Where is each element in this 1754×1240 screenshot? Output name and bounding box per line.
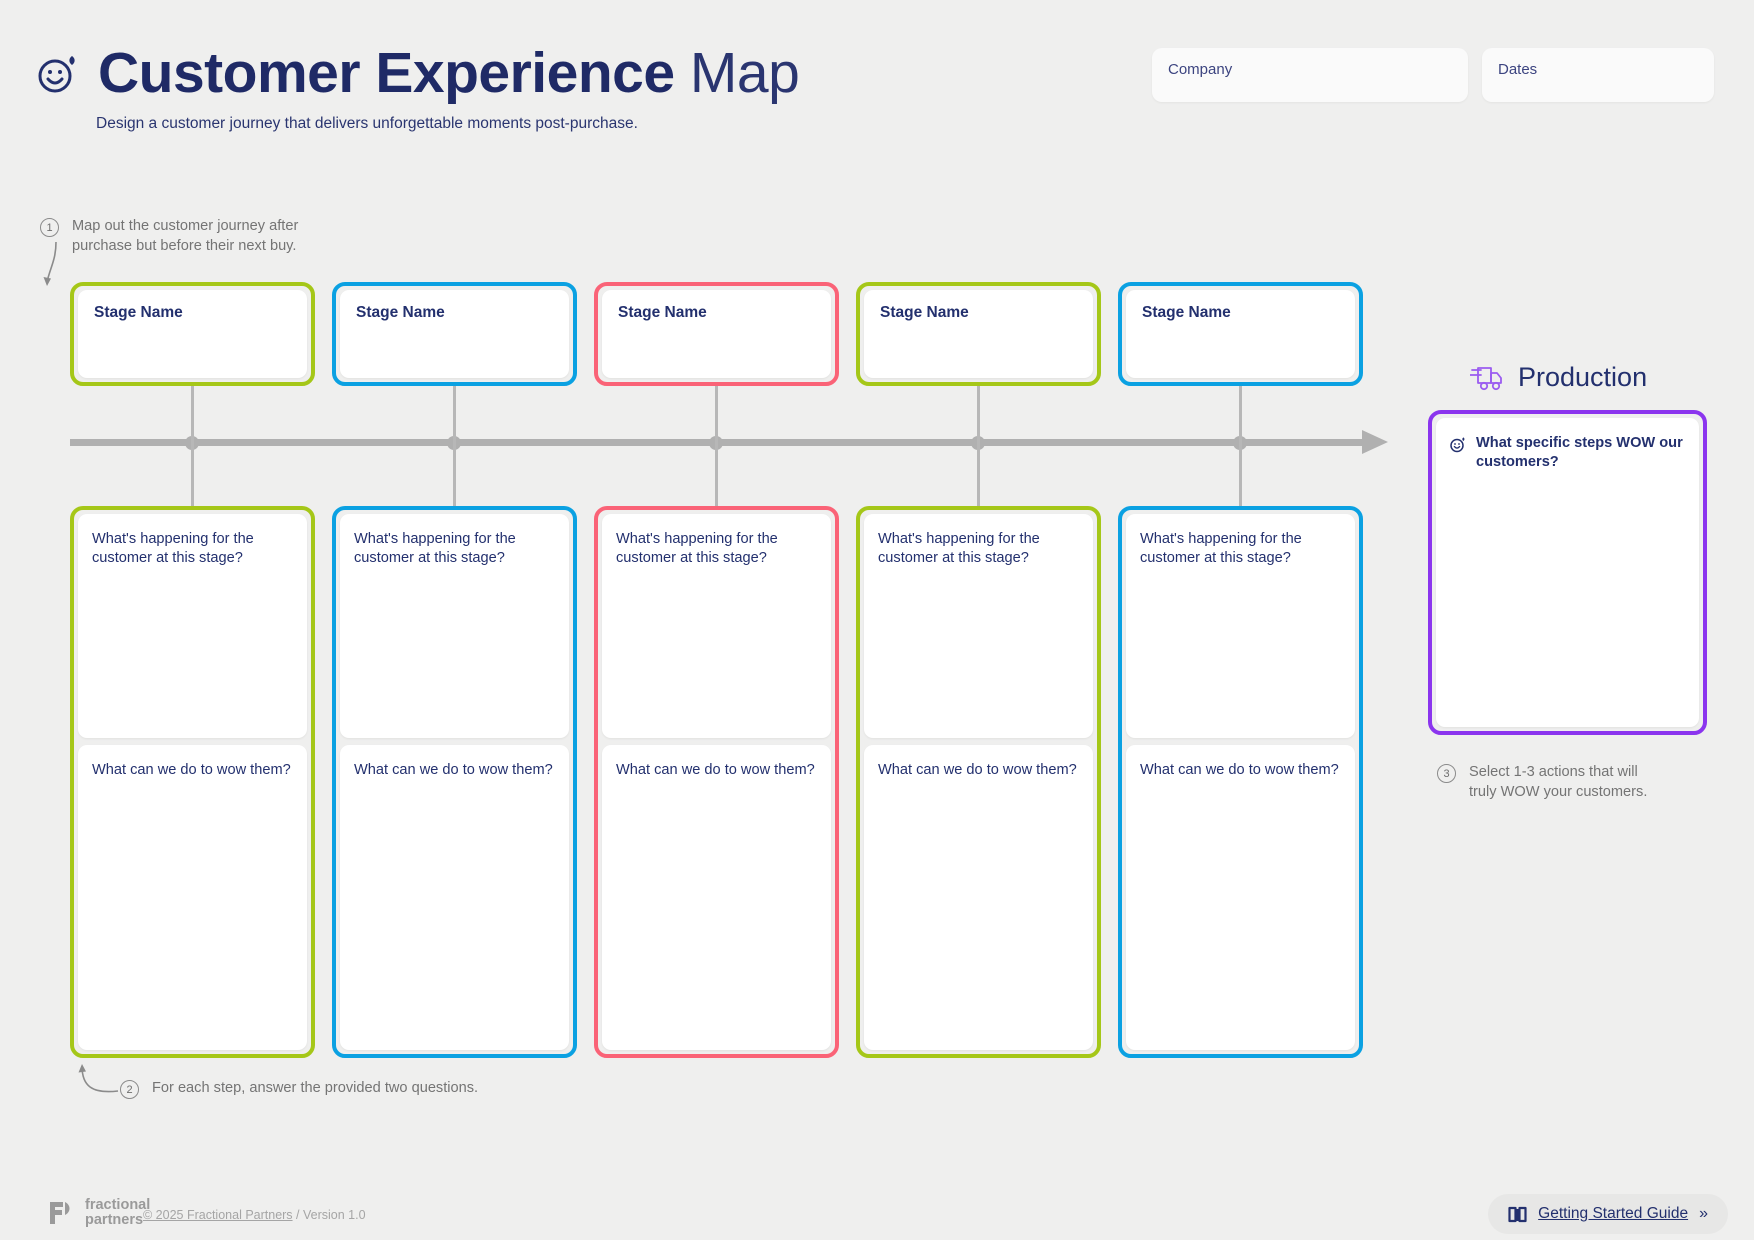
stage-card-inner: Stage Name xyxy=(78,290,307,378)
fractional-partners-wordmark: fractional partners xyxy=(85,1198,150,1228)
question-label-happening: What's happening for the customer at thi… xyxy=(92,531,254,567)
stage-name-label: Stage Name xyxy=(1142,304,1231,321)
stage-connector-line xyxy=(452,386,456,442)
step-note-3: 3 Select 1-3 actions that will truly WOW… xyxy=(1437,762,1667,802)
step-text-1: Map out the customer journey after purch… xyxy=(72,218,299,255)
step-text-2: For each step, answer the provided two q… xyxy=(152,1080,479,1097)
getting-started-guide-button[interactable]: Getting Started Guide » xyxy=(1488,1194,1728,1234)
page-title-bold: Customer Experience xyxy=(98,41,675,105)
question-label-wow: What can we do to wow them? xyxy=(878,762,1077,778)
question-box-happening[interactable]: What's happening for the customer at thi… xyxy=(864,514,1093,738)
question-label-wow: What can we do to wow them? xyxy=(616,762,815,778)
guide-label: Getting Started Guide xyxy=(1538,1205,1689,1222)
copyright-version: / Version 1.0 xyxy=(292,1208,366,1222)
stage-connector-line xyxy=(976,386,980,442)
copyright-link[interactable]: © 2025 Fractional Partners xyxy=(143,1208,293,1222)
stage-name-label: Stage Name xyxy=(94,304,183,321)
production-title: Production xyxy=(1518,362,1648,392)
stage-connector-line xyxy=(1238,442,1242,506)
fractional-partners-logo: fractional partners xyxy=(48,1198,150,1228)
stage-connector-line xyxy=(1238,386,1242,442)
smiley-logo-icon xyxy=(36,51,82,97)
stage-name-label: Stage Name xyxy=(618,304,707,321)
book-icon xyxy=(1508,1206,1527,1223)
page-subtitle: Design a customer journey that delivers … xyxy=(96,114,638,132)
question-box-happening[interactable]: What's happening for the customer at thi… xyxy=(78,514,307,738)
stage-card-inner: Stage Name xyxy=(340,290,569,378)
question-label-wow: What can we do to wow them? xyxy=(354,762,553,778)
stage-connector-line xyxy=(714,386,718,442)
page-header: Customer Experience Map Design a custome… xyxy=(36,41,800,133)
step-number-1: 1 xyxy=(40,218,59,237)
stage-card-inner: Stage Name xyxy=(864,290,1093,378)
stage-card[interactable]: Stage Name xyxy=(594,282,839,386)
journey-timeline xyxy=(70,428,1390,458)
company-field-label: Company xyxy=(1168,61,1233,78)
stage-card-inner: Stage Name xyxy=(602,290,831,378)
smiley-logo-icon xyxy=(1450,436,1467,453)
production-card[interactable]: What specific steps WOW our customers? xyxy=(1428,410,1707,735)
question-column: What's happening for the customer at thi… xyxy=(594,506,839,1058)
chevron-right-icon: » xyxy=(1699,1205,1708,1222)
dates-field-label: Dates xyxy=(1498,61,1538,78)
logo-line-1: fractional xyxy=(85,1197,151,1213)
question-column: What's happening for the customer at thi… xyxy=(332,506,577,1058)
title-row: Customer Experience Map xyxy=(36,41,800,105)
question-label-wow: What can we do to wow them? xyxy=(92,762,291,778)
stage-connector-line xyxy=(452,442,456,506)
stage-connector-line xyxy=(714,442,718,506)
stage-connector-line xyxy=(190,442,194,506)
step-note-1: 1 Map out the customer journey after pur… xyxy=(40,216,330,256)
stage-name-label: Stage Name xyxy=(880,304,969,321)
step-number-2: 2 xyxy=(120,1080,139,1099)
dates-field[interactable]: Dates xyxy=(1482,48,1714,102)
question-box-wow[interactable]: What can we do to wow them? xyxy=(602,745,831,1050)
stage-name-label: Stage Name xyxy=(356,304,445,321)
company-field[interactable]: Company xyxy=(1152,48,1468,102)
question-box-wow[interactable]: What can we do to wow them? xyxy=(340,745,569,1050)
page-title-light: Map xyxy=(689,41,800,105)
question-box-happening[interactable]: What's happening for the customer at thi… xyxy=(340,514,569,738)
delivery-truck-icon xyxy=(1469,364,1506,392)
page-title: Customer Experience Map xyxy=(98,41,800,105)
step-note-2: 2 For each step, answer the provided two… xyxy=(120,1078,540,1099)
question-box-wow[interactable]: What can we do to wow them? xyxy=(1126,745,1355,1050)
stage-card[interactable]: Stage Name xyxy=(856,282,1101,386)
stage-card-inner: Stage Name xyxy=(1126,290,1355,378)
fractional-partners-mark-icon xyxy=(48,1199,75,1226)
question-box-wow[interactable]: What can we do to wow them? xyxy=(78,745,307,1050)
question-label-happening: What's happening for the customer at thi… xyxy=(354,531,516,567)
stage-card[interactable]: Stage Name xyxy=(332,282,577,386)
step-text-3: Select 1-3 actions that will truly WOW y… xyxy=(1469,764,1648,801)
question-box-happening[interactable]: What's happening for the customer at thi… xyxy=(602,514,831,738)
step2-arrow-icon xyxy=(78,1064,124,1102)
stage-card[interactable]: Stage Name xyxy=(70,282,315,386)
question-column: What's happening for the customer at thi… xyxy=(856,506,1101,1058)
timeline-arrow-icon xyxy=(1362,430,1388,454)
production-header: Production xyxy=(1469,362,1648,393)
question-label-happening: What's happening for the customer at thi… xyxy=(616,531,778,567)
question-column: What's happening for the customer at thi… xyxy=(70,506,315,1058)
copyright-text: © 2025 Fractional Partners / Version 1.0 xyxy=(143,1208,366,1222)
step1-arrow-icon xyxy=(42,241,72,288)
question-label-happening: What's happening for the customer at thi… xyxy=(1140,531,1302,567)
production-card-inner: What specific steps WOW our customers? xyxy=(1436,418,1699,727)
stage-card[interactable]: Stage Name xyxy=(1118,282,1363,386)
logo-line-2: partners xyxy=(85,1211,144,1228)
stage-connector-line xyxy=(190,386,194,442)
question-label-happening: What's happening for the customer at thi… xyxy=(878,531,1040,567)
production-question: What specific steps WOW our customers? xyxy=(1476,435,1683,471)
question-box-happening[interactable]: What's happening for the customer at thi… xyxy=(1126,514,1355,738)
stage-connector-line xyxy=(976,442,980,506)
question-label-wow: What can we do to wow them? xyxy=(1140,762,1339,778)
question-column: What's happening for the customer at thi… xyxy=(1118,506,1363,1058)
step-number-3: 3 xyxy=(1437,764,1456,783)
question-box-wow[interactable]: What can we do to wow them? xyxy=(864,745,1093,1050)
